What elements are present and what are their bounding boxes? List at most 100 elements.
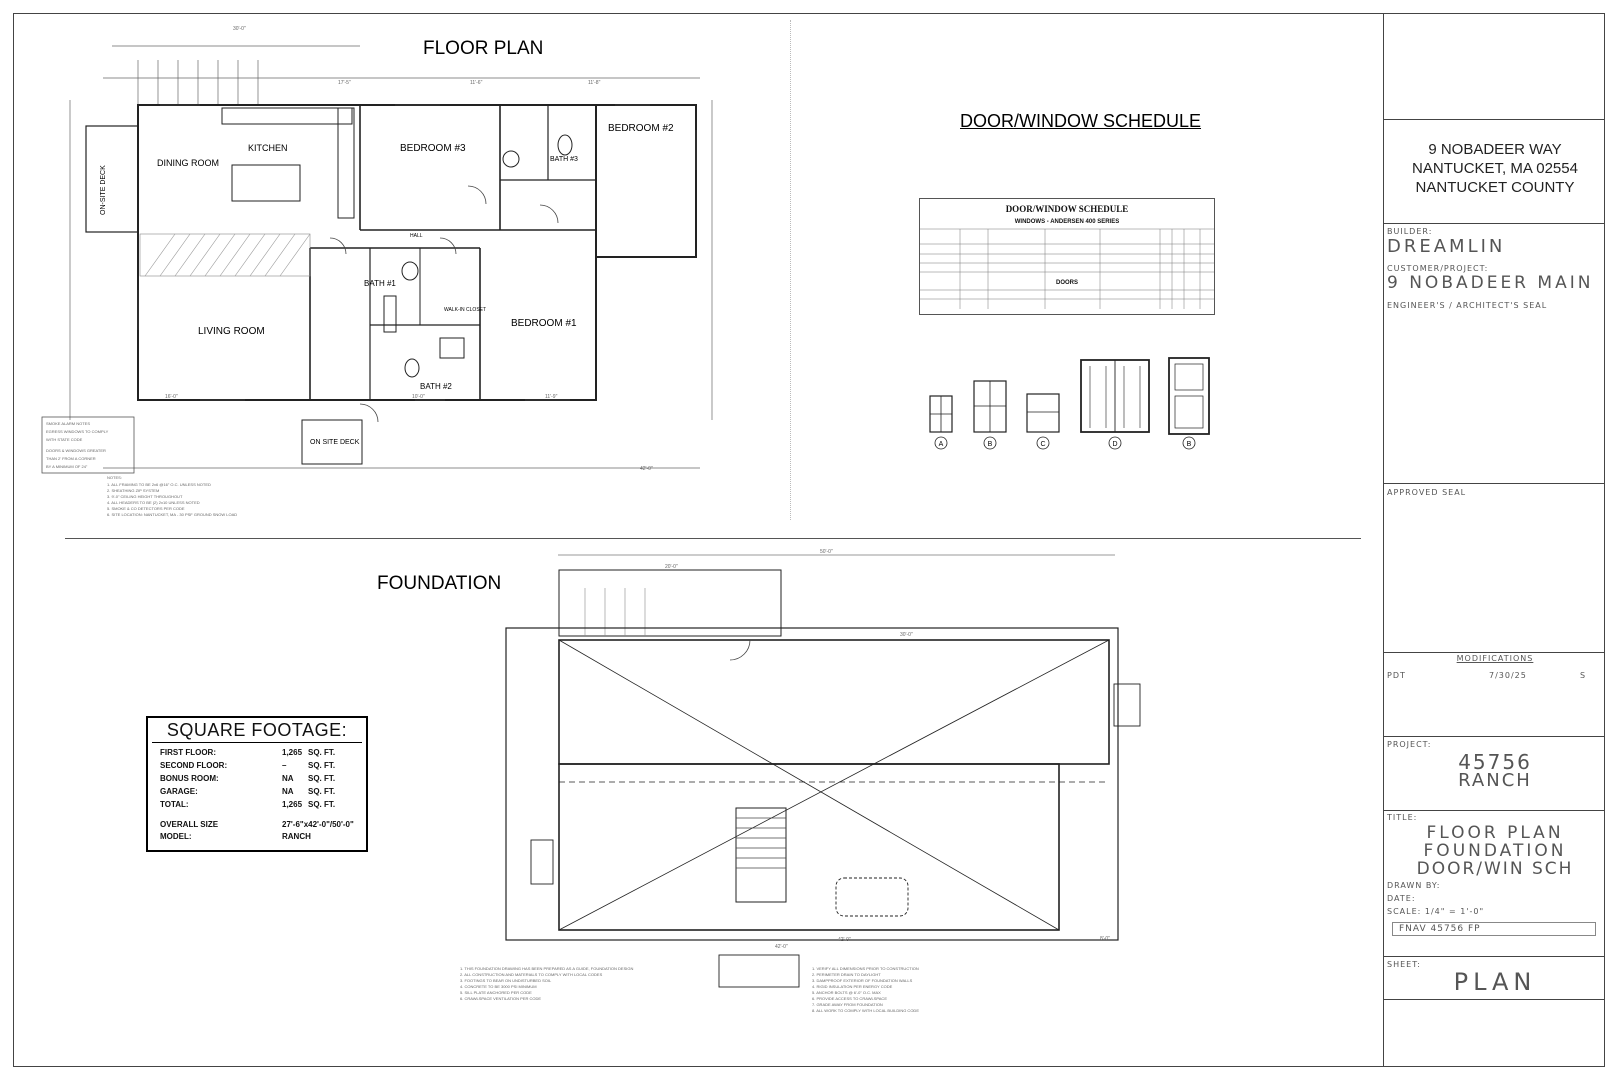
- room-label-living: LIVING ROOM: [198, 326, 265, 337]
- svg-text:EGRESS WINDOWS TO COMPLY: EGRESS WINDOWS TO COMPLY: [46, 429, 109, 434]
- customer-value: 9 NOBADEER MAIN: [1387, 273, 1594, 293]
- sqft-value: –: [282, 761, 287, 770]
- svg-text:3. FOOTINGS TO BEAR ON UNDISTU: 3. FOOTINGS TO BEAR ON UNDISTURBED SOIL: [460, 978, 552, 983]
- title-label: TITLE:: [1387, 813, 1418, 822]
- sheet-guide-line: [790, 20, 791, 520]
- svg-text:8. ALL WORK TO COMPLY WITH LOC: 8. ALL WORK TO COMPLY WITH LOCAL BUILDIN…: [812, 1008, 919, 1013]
- door-window-tag-d: D: [1112, 441, 1117, 448]
- schedule-doors-header: DOORS: [1055, 280, 1078, 286]
- sqft-label: GARAGE:: [160, 787, 198, 796]
- svg-text:7. GRADE AWAY FROM FOUNDATION: 7. GRADE AWAY FROM FOUNDATION: [812, 1002, 883, 1007]
- svg-text:2. PERIMETER DRAIN TO DAYLIGHT: 2. PERIMETER DRAIN TO DAYLIGHT: [812, 972, 881, 977]
- svg-text:11'-8": 11'-8": [588, 80, 601, 86]
- svg-text:42'-0": 42'-0": [775, 944, 788, 950]
- sqft-label: BONUS ROOM:: [160, 774, 219, 783]
- builder-label: BUILDER:: [1387, 227, 1433, 236]
- sqft-value: NA: [282, 774, 294, 783]
- svg-text:3. DAMPPROOF EXTERIOR OF FOUND: 3. DAMPPROOF EXTERIOR OF FOUNDATION WALL…: [812, 978, 913, 983]
- square-footage-title-underline: [152, 742, 362, 743]
- overall-size-value: 27'-6"x42'-0"/50'-0": [282, 820, 354, 829]
- door-window-tag-a: A: [939, 441, 944, 448]
- sheet-value: PLAN: [1453, 968, 1537, 996]
- title-line-3: DOOR/WIN SCH: [1416, 859, 1574, 879]
- sqft-unit: SQ. FT.: [308, 800, 336, 809]
- room-label-kitchen: KITCHEN: [248, 143, 288, 153]
- svg-text:20'-0": 20'-0": [665, 564, 678, 570]
- svg-text:30'-0": 30'-0": [233, 26, 246, 32]
- sqft-value: NA: [282, 787, 294, 796]
- sqft-value: 1,265: [282, 800, 303, 809]
- svg-text:50'-0": 50'-0": [820, 549, 833, 555]
- svg-text:NOTES:: NOTES:: [107, 475, 122, 480]
- room-label-dining: DINING ROOM: [157, 158, 219, 168]
- svg-text:6. SITE LOCATION: NANTUCKET, M: 6. SITE LOCATION: NANTUCKET, MA - 30 PSF…: [107, 512, 237, 517]
- project-model: RANCH: [1458, 770, 1532, 791]
- door-window-schedule-table: DOOR/WINDOW SCHEDULE WINDOWS - ANDERSEN …: [919, 198, 1215, 315]
- sheet-label: SHEET:: [1387, 960, 1421, 969]
- modification-date: 7/30/25: [1489, 671, 1527, 680]
- svg-text:4. RIGID INSULATION PER ENERGY: 4. RIGID INSULATION PER ENERGY CODE: [812, 984, 893, 989]
- drawing-sheet: [13, 13, 1605, 1067]
- approved-seal-label: APPROVED SEAL: [1387, 488, 1467, 497]
- svg-text:2. SHEATHING ZIP SYSTEM: 2. SHEATHING ZIP SYSTEM: [107, 488, 159, 493]
- svg-text:THAN 2' FROM A CORNER: THAN 2' FROM A CORNER: [46, 456, 96, 461]
- svg-text:11'-6": 11'-6": [470, 80, 483, 86]
- modifications-label: MODIFICATIONS: [1456, 654, 1534, 663]
- engineer-seal-label: ENGINEER'S / ARCHITECT'S SEAL: [1387, 301, 1548, 310]
- schedule-windows-header: WINDOWS - ANDERSEN 400 SERIES: [1014, 219, 1120, 225]
- title-line-1: FLOOR PLAN: [1426, 823, 1564, 843]
- door-window-tag-b: B: [988, 441, 993, 448]
- room-label-bedroom2: BEDROOM #2: [608, 123, 674, 134]
- svg-text:1. THIS FOUNDATION DRAWING HAS: 1. THIS FOUNDATION DRAWING HAS BEEN PREP…: [460, 966, 633, 971]
- svg-text:11'-9": 11'-9": [545, 394, 558, 400]
- modification-revision: S: [1580, 671, 1587, 680]
- address-line-3: NANTUCKET COUNTY: [1415, 179, 1575, 196]
- project-number: 45756: [1458, 750, 1532, 774]
- door-window-tag-b2: B: [1187, 441, 1192, 448]
- svg-text:6. PROVIDE ACCESS TO CRAWLSPAC: 6. PROVIDE ACCESS TO CRAWLSPACE: [812, 996, 887, 1001]
- sqft-label: SECOND FLOOR:: [160, 761, 228, 770]
- svg-text:4. ALL HEADERS TO BE (2) 2x10: 4. ALL HEADERS TO BE (2) 2x10 UNLESS NOT…: [107, 500, 200, 505]
- builder-value: DREAMLIN: [1387, 236, 1506, 257]
- sqft-value: 1,265: [282, 748, 303, 757]
- sqft-unit: SQ. FT.: [308, 748, 336, 757]
- schedule-grid: [920, 228, 1214, 309]
- section-divider: [65, 538, 1361, 539]
- room-label-bedroom3: BEDROOM #3: [400, 143, 466, 154]
- svg-text:DOORS & WINDOWS GREATER: DOORS & WINDOWS GREATER: [46, 448, 106, 453]
- file-number-label: FNAV 45756 FP: [1392, 922, 1596, 936]
- svg-text:1. VERIFY ALL DIMENSIONS PRIOR: 1. VERIFY ALL DIMENSIONS PRIOR TO CONSTR…: [812, 966, 919, 971]
- model-value: RANCH: [282, 832, 311, 841]
- sqft-label: FIRST FLOOR:: [160, 748, 216, 757]
- model-label: MODEL:: [160, 832, 192, 841]
- svg-text:42'-0": 42'-0": [640, 466, 653, 472]
- svg-text:6. CRAWLSPACE VENTILATION PER: 6. CRAWLSPACE VENTILATION PER CODE: [460, 996, 541, 1001]
- customer-label: CUSTOMER/PROJECT:: [1387, 264, 1489, 273]
- room-label-hall: HALL: [410, 233, 423, 239]
- room-label-bath2: BATH #2: [420, 382, 452, 391]
- sqft-label: TOTAL:: [160, 800, 189, 809]
- title-line-2: FOUNDATION: [1423, 841, 1567, 861]
- room-label-bath1: BATH #1: [364, 279, 396, 288]
- schedule-title: DOOR/WINDOW SCHEDULE: [960, 111, 1202, 131]
- door-window-tag-c: C: [1040, 441, 1045, 448]
- floor-plan-drawing: 17'-5"11'-6"11'-8" 16'-0"10'-0"11'-9" 30…: [41, 26, 1210, 1013]
- modification-initials: PDT: [1387, 671, 1406, 680]
- room-label-deck-bottom: ON SITE DECK: [310, 439, 360, 446]
- date-label: DATE:: [1387, 894, 1416, 903]
- address-line-2: NANTUCKET, MA 02554: [1412, 160, 1578, 177]
- sqft-unit: SQ. FT.: [308, 787, 336, 796]
- foundation-title: FOUNDATION: [377, 573, 502, 594]
- sqft-unit: SQ. FT.: [308, 774, 336, 783]
- svg-text:5. SILL PLATE ANCHORED PER COD: 5. SILL PLATE ANCHORED PER CODE: [460, 990, 532, 995]
- svg-text:BY A MINIMUM OF 24": BY A MINIMUM OF 24": [46, 464, 88, 469]
- svg-text:17'-5": 17'-5": [338, 80, 351, 86]
- overall-size-label: OVERALL SIZE: [160, 820, 219, 829]
- sqft-unit: SQ. FT.: [308, 761, 336, 770]
- project-label: PROJECT:: [1387, 740, 1432, 749]
- svg-text:WITH STATE CODE: WITH STATE CODE: [46, 437, 83, 442]
- svg-text:16'-0": 16'-0": [165, 394, 178, 400]
- svg-text:30'-0": 30'-0": [900, 632, 913, 638]
- svg-text:3. 9'-0" CEILING HEIGHT THROUG: 3. 9'-0" CEILING HEIGHT THROUGHOUT: [107, 494, 183, 499]
- svg-text:5. SMOKE & CO DETECTORS PER CO: 5. SMOKE & CO DETECTORS PER CODE: [107, 506, 185, 511]
